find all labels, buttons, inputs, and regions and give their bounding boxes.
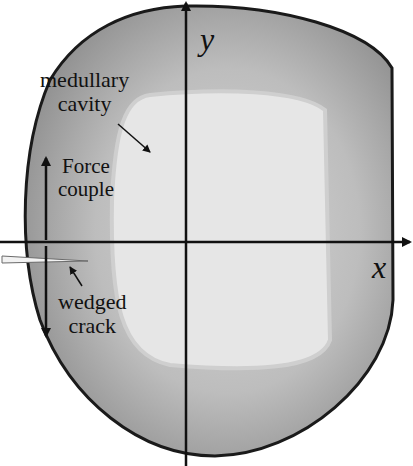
force-label: Force couple bbox=[58, 155, 114, 201]
medullary-cavity-region bbox=[112, 91, 330, 368]
force-arrow-down bbox=[45, 246, 48, 336]
x-axis bbox=[0, 241, 410, 244]
force-arrow-up bbox=[45, 158, 48, 240]
bone-outline bbox=[25, 6, 393, 456]
axis-label: y bbox=[200, 22, 214, 57]
y-axis bbox=[185, 3, 188, 466]
part-label: wedged crack bbox=[58, 290, 126, 338]
part-label: medullary cavity bbox=[40, 68, 129, 116]
axis-label: x bbox=[372, 250, 386, 285]
cavity-leader bbox=[118, 124, 150, 152]
crack-leader bbox=[70, 267, 82, 286]
